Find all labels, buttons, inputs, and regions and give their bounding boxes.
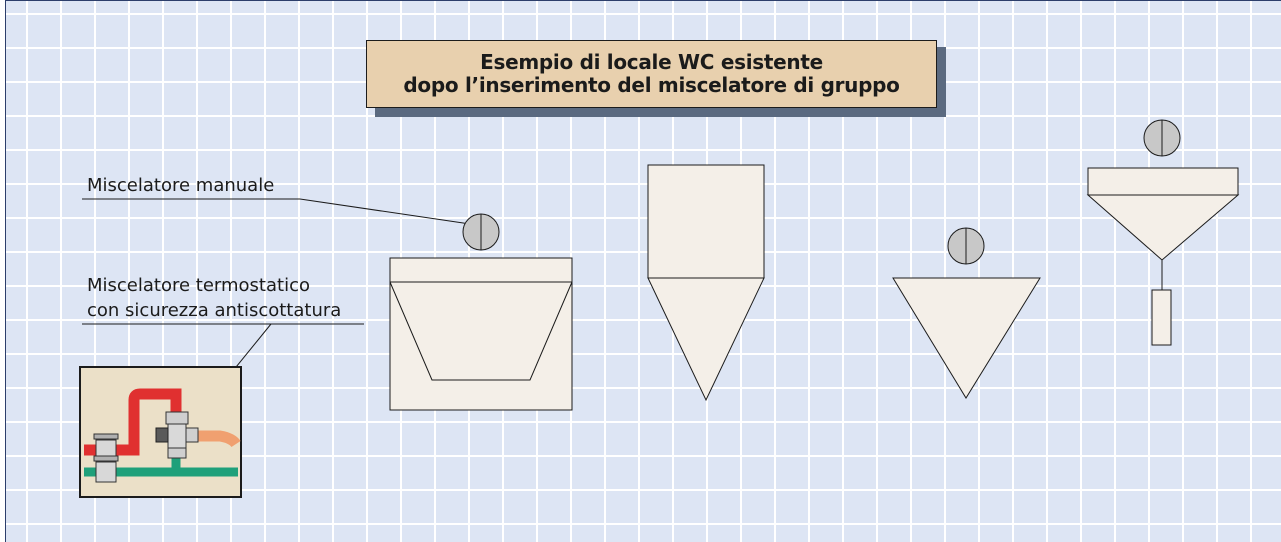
manual-mixer-icon [1143, 119, 1181, 157]
corner-basin [892, 277, 1041, 399]
washbasin-body [389, 257, 573, 411]
leader-line-manual [299, 198, 471, 225]
thermostatic-mixer-inset [79, 366, 242, 498]
ball-valve-icon [93, 433, 119, 461]
corner-basin-body [892, 277, 1041, 399]
washbasin [389, 257, 573, 411]
label-thermostatic-line-1: Miscelatore termostatico [87, 275, 310, 296]
wc-bowl [647, 277, 765, 402]
label-manual-mixer: Miscelatore manuale [87, 175, 275, 196]
bidet-bowl [1086, 194, 1240, 261]
manual-mixer-icon [462, 213, 500, 251]
label-thermostatic-line-2: con sicurezza antiscottatura [87, 300, 342, 321]
bidet-fixture [1086, 167, 1240, 346]
diagram-title: Esempio di locale WC esistente dopo l’in… [366, 40, 937, 108]
wc-cistern [647, 164, 765, 279]
title-line-1: Esempio di locale WC esistente [480, 50, 823, 74]
manual-mixer-icon [947, 227, 985, 265]
bidet-top [1087, 167, 1239, 196]
bidet-drain [1151, 289, 1172, 346]
ball-valve-icon [93, 455, 119, 483]
thermostatic-mixer-icon [155, 411, 199, 459]
title-line-2: dopo l’inserimento del miscelatore di gr… [403, 73, 900, 97]
wc-fixture [647, 164, 765, 402]
